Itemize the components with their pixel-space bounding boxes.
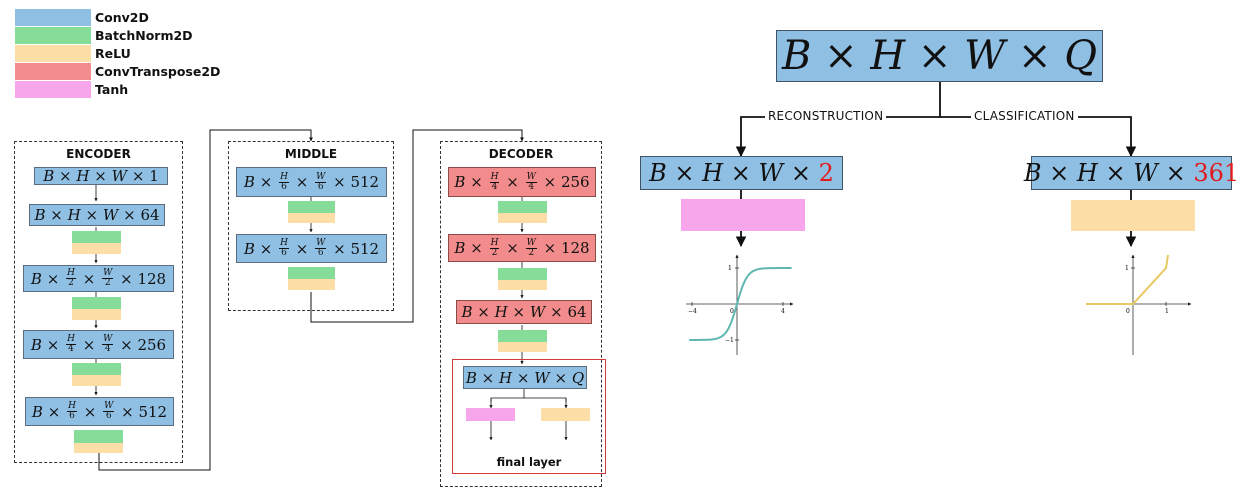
- head-relu-block: [1071, 200, 1195, 231]
- head-conv-reconstruction: B × H × W × 2: [640, 156, 843, 190]
- encoder-relu-3: [72, 309, 121, 320]
- tanh-ytick-1: 1: [728, 265, 732, 272]
- tanh-xtick-4: 4: [781, 308, 785, 315]
- middle-batchnorm-1: [288, 201, 335, 213]
- encoder-batchnorm-3: [72, 297, 121, 309]
- encoder-relu-2: [72, 243, 121, 254]
- legend-swatch-relu: [15, 45, 91, 62]
- legend-swatch-conv2d: [15, 9, 91, 26]
- final-layer-conv: B × H × W × Q: [463, 366, 587, 389]
- tanh-xtick-0: 0: [730, 308, 734, 315]
- reconstruction-label: RECONSTRUCTION: [765, 109, 887, 123]
- decoder-batchnorm-3: [498, 330, 547, 342]
- middle-batchnorm-2: [288, 267, 335, 279]
- middle-relu-1: [288, 213, 335, 223]
- final-layer-box: [452, 359, 606, 474]
- final-layer-tanh: [466, 408, 515, 421]
- encoder-title: ENCODER: [66, 147, 131, 161]
- decoder-panel: [440, 141, 602, 487]
- encoder-panel: [14, 141, 183, 463]
- head-tanh-block: [681, 199, 805, 231]
- legend-label-batchnorm2d: BatchNorm2D: [95, 28, 193, 43]
- encoder-batchnorm-4: [72, 363, 121, 375]
- legend-swatch-convtranspose2d: [15, 63, 91, 80]
- legend-swatch-batchnorm2d: [15, 27, 91, 44]
- legend-swatch-tanh: [15, 81, 91, 98]
- final-layer-label: final layer: [496, 455, 562, 469]
- tanh-ytick-neg1: −1: [725, 337, 734, 344]
- decoder-relu-2: [498, 280, 547, 290]
- tanh-curve: [689, 267, 792, 341]
- middle-panel: [228, 141, 394, 311]
- encoder-conv-2: B × H × W × 64: [29, 204, 165, 226]
- legend-label-conv2d: Conv2D: [95, 10, 149, 25]
- encoder-batchnorm-5: [74, 430, 123, 443]
- decoder-batchnorm-2: [498, 268, 547, 280]
- decoder-relu-3: [498, 342, 547, 352]
- legend-label-convtranspose2d: ConvTranspose2D: [95, 64, 221, 79]
- legend-label-relu: ReLU: [95, 46, 131, 61]
- decoder-convtranspose-3: B × H × W × 64: [456, 300, 592, 324]
- decoder-batchnorm-1: [498, 201, 547, 213]
- relu-plot: 0 1 1: [1086, 254, 1192, 355]
- relu-ytick-1: 1: [1125, 265, 1129, 272]
- relu-xtick-1: 1: [1165, 308, 1169, 315]
- relu-xtick-0: 0: [1126, 308, 1130, 315]
- tanh-xtick-neg4: −4: [688, 308, 697, 315]
- decoder-title: DECODER: [488, 147, 554, 161]
- tanh-plot: −4 0 4 1 −1: [686, 254, 794, 355]
- head-conv-classification: B × H × W × 361: [1024, 156, 1237, 190]
- final-layer-relu: [541, 408, 590, 421]
- head-conv-q: B × H × W × Q: [776, 30, 1103, 82]
- middle-relu-2: [288, 279, 335, 290]
- encoder-batchnorm-2: [72, 231, 121, 243]
- legend-label-tanh: Tanh: [95, 82, 129, 97]
- encoder-relu-4: [72, 375, 121, 386]
- decoder-relu-1: [498, 213, 547, 223]
- encoder-conv-1: B × H × W × 1: [34, 167, 168, 185]
- encoder-relu-5: [74, 443, 123, 453]
- relu-curve: [1086, 254, 1169, 305]
- classification-label: CLASSIFICATION: [971, 109, 1078, 123]
- middle-title: MIDDLE: [284, 147, 338, 161]
